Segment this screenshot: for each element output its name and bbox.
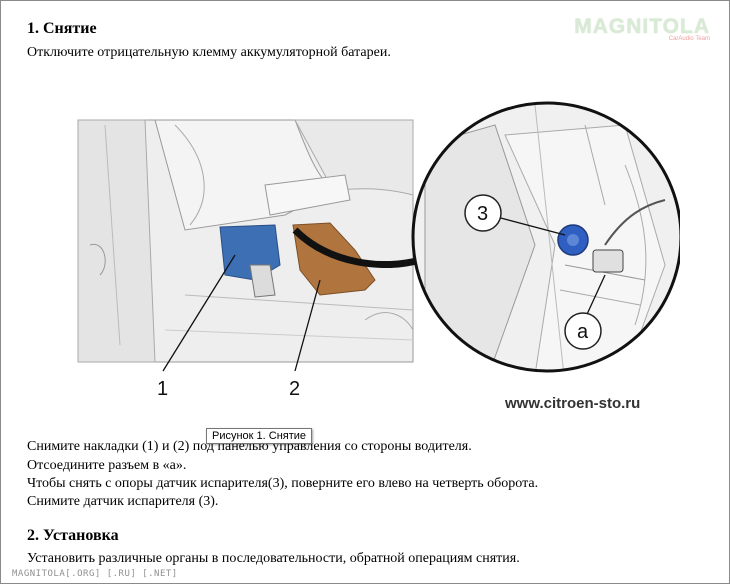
figure-illustration: 1 2 3 a www.citroen-sto.ru bbox=[77, 101, 683, 412]
step-3: Чтобы снять с опоры датчик испарителя(3)… bbox=[27, 476, 539, 491]
label-connector-a: a bbox=[577, 321, 589, 343]
step-2: Отсоедините разъем в «а». bbox=[27, 458, 187, 473]
label-part-3: 3 bbox=[477, 203, 488, 225]
logo-subtitle: CarAudio Team bbox=[668, 36, 710, 42]
figure-watermark: www.citroen-sto.ru bbox=[504, 395, 640, 412]
installation-text: Установить различные органы в последоват… bbox=[27, 551, 520, 566]
label-part-2: 2 bbox=[289, 378, 300, 400]
step-4: Снимите датчик испарителя (3). bbox=[27, 494, 219, 509]
removal-figure: 1 2 3 a www.citroen-sto.ru bbox=[65, 65, 683, 422]
logo-text: MAGNITOLA bbox=[574, 15, 710, 38]
label-part-1: 1 bbox=[157, 378, 168, 400]
installation-heading: 2. Установка bbox=[27, 527, 119, 544]
zoom-detail bbox=[411, 101, 683, 373]
removal-heading: 1. Снятие bbox=[27, 20, 97, 37]
removal-intro: Отключите отрицательную клемму аккумулят… bbox=[27, 45, 391, 60]
figure-tooltip: Рисунок 1. Снятие bbox=[206, 428, 313, 444]
step-1: Снимите накладки (1) и (2) под панелью у… bbox=[27, 439, 472, 454]
footer-domains: MAGNITOLA[.ORG] [.RU] [.NET] bbox=[12, 569, 178, 579]
dashboard-drawing bbox=[77, 119, 437, 372]
site-logo: MAGNITOLA CarAudio Team bbox=[574, 15, 710, 42]
